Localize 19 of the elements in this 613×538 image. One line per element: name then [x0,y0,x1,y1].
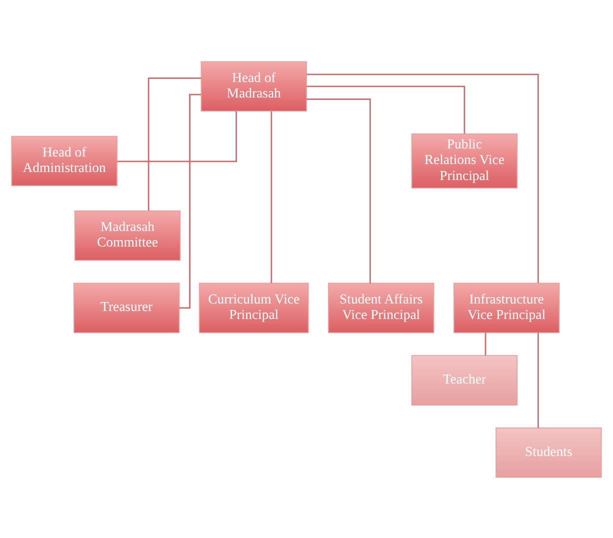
connector [270,110,272,283]
connector [306,73,539,282]
connector [484,332,486,355]
node-box: Head of Administration [11,135,118,186]
node-box: Student Affairs Vice Principal [328,282,434,333]
connector [306,85,466,134]
node-box: Infrastructure Vice Principal [453,282,560,333]
connector [179,93,201,308]
connector [117,110,237,162]
node-box: Head of Madrasah [200,60,307,112]
node-box: Teacher [411,354,518,405]
node-box: Public Relations Vice Principal [411,133,518,188]
connector [537,332,539,428]
node-box: Curriculum Vice Principal [198,282,309,333]
connector [148,76,202,210]
node-box: Madrasah Committee [74,210,181,260]
node-box: Treasurer [73,282,180,333]
node-box: Students [496,426,602,478]
connector [306,98,371,283]
